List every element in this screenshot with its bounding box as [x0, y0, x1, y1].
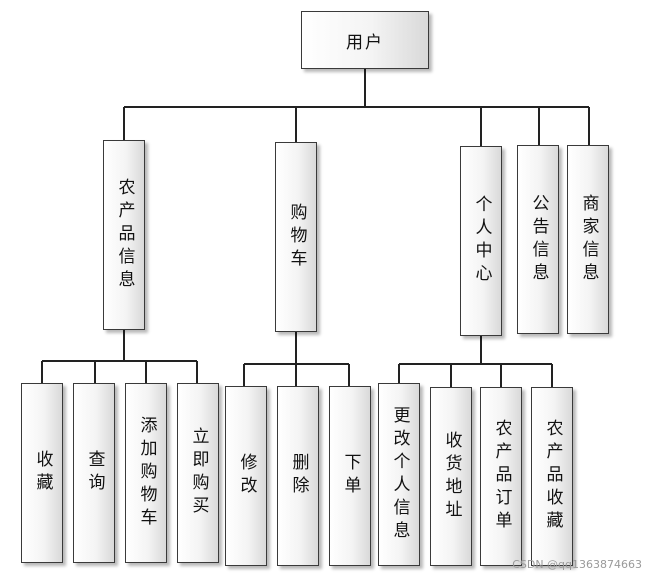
personal-action-label: 农产品收藏: [542, 419, 563, 534]
module-products-label: 农产品信息: [114, 177, 135, 293]
product-action-query-box: 查询: [73, 383, 115, 563]
cart-action-label: 删除: [288, 453, 309, 499]
module-notice-label: 公告信息: [528, 193, 549, 286]
module-merchant-box: 商家信息: [567, 145, 609, 334]
root-user-label: 用户: [346, 32, 384, 53]
module-merchant-label: 商家信息: [578, 193, 599, 286]
root-user-box: 用户: [301, 11, 429, 69]
module-personal-label: 个人中心: [471, 195, 492, 287]
cart-action-delete-box: 删除: [277, 386, 319, 566]
product-action-label: 添加购物车: [136, 415, 157, 531]
personal-action-orders-box: 农产品订单: [480, 387, 522, 566]
personal-action-label: 农产品订单: [491, 419, 512, 534]
module-cart-label: 购物车: [286, 202, 307, 272]
cart-action-label: 下单: [340, 453, 361, 499]
product-action-add-cart-box: 添加购物车: [125, 383, 167, 563]
product-action-buy-now-box: 立即购买: [177, 383, 219, 563]
personal-action-label: 更改个人信息: [389, 405, 410, 544]
product-action-label: 查询: [84, 450, 105, 496]
personal-action-edit-info-box: 更改个人信息: [378, 383, 420, 566]
product-action-favorite-box: 收藏: [21, 383, 63, 563]
product-action-label: 立即购买: [188, 427, 209, 519]
product-action-label: 收藏: [32, 450, 53, 496]
watermark: CSDN @qq1363874663: [512, 558, 642, 571]
personal-action-favorites-box: 农产品收藏: [531, 387, 573, 566]
cart-action-order-box: 下单: [329, 386, 371, 566]
module-products-box: 农产品信息: [103, 140, 145, 330]
personal-action-label: 收货地址: [441, 430, 462, 523]
module-notice-box: 公告信息: [517, 145, 559, 334]
module-personal-box: 个人中心: [460, 146, 502, 336]
cart-action-modify-box: 修改: [225, 386, 267, 566]
personal-action-address-box: 收货地址: [430, 387, 472, 566]
cart-action-label: 修改: [236, 453, 257, 499]
module-cart-box: 购物车: [275, 142, 317, 332]
